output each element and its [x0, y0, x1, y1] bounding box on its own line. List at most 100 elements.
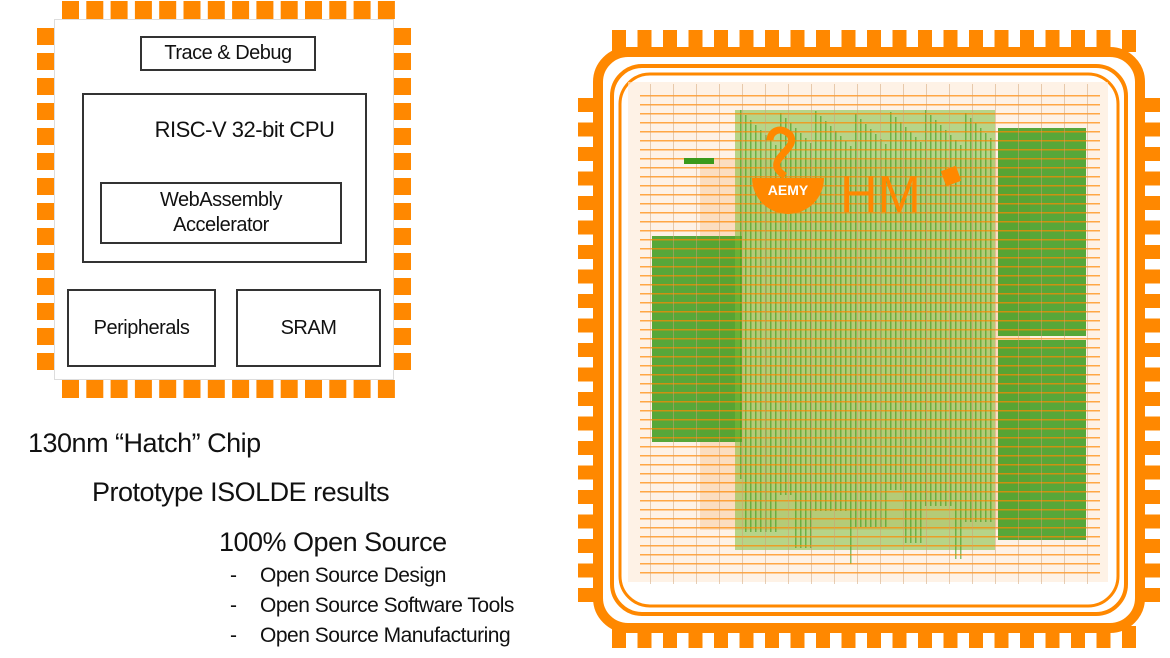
- bullet-marker: -: [230, 624, 237, 647]
- chip-name: 130nm “Hatch” Chip: [28, 428, 261, 458]
- wire: [640, 446, 1100, 448]
- pad: [394, 153, 411, 170]
- wire: [890, 112, 892, 490]
- cpu-label: RISC-V 32-bit CPU: [154, 117, 335, 142]
- wire: [640, 545, 1100, 547]
- wire: [640, 230, 1100, 232]
- wire: [640, 275, 1100, 277]
- wire: [960, 145, 962, 559]
- pad: [110, 1, 128, 19]
- wire: [640, 374, 1100, 376]
- pad: [1122, 30, 1136, 52]
- wire: [640, 185, 1100, 187]
- wire: [640, 491, 1100, 493]
- pad: [37, 128, 54, 145]
- wire: [780, 113, 782, 495]
- wire: [985, 133, 987, 522]
- pad: [280, 380, 298, 398]
- wire: [640, 311, 1100, 313]
- pad: [353, 1, 371, 19]
- pad: [816, 30, 830, 52]
- pad: [280, 1, 298, 19]
- wire: [640, 257, 1100, 259]
- wire: [640, 356, 1100, 358]
- pad: [37, 178, 54, 195]
- wire: [640, 437, 1100, 439]
- wire: [650, 84, 651, 584]
- wire: [640, 158, 1100, 160]
- bullet-tools: Open Source Software Tools: [260, 594, 514, 617]
- wire: [640, 500, 1100, 502]
- pad: [714, 30, 728, 52]
- pad: [394, 228, 411, 245]
- pad: [62, 1, 79, 19]
- wire: [770, 140, 772, 532]
- pad: [305, 1, 322, 19]
- pad: [867, 30, 881, 52]
- wire: [1087, 84, 1088, 584]
- wire: [640, 203, 1100, 205]
- pad: [394, 28, 411, 45]
- wire: [640, 104, 1100, 106]
- open-source-heading: 100% Open Source: [219, 527, 447, 557]
- wire: [949, 84, 950, 584]
- wire: [640, 140, 1100, 142]
- pad: [37, 153, 54, 170]
- pad: [1096, 30, 1111, 52]
- wire: [640, 212, 1100, 214]
- wire: [788, 84, 789, 584]
- pad: [394, 303, 411, 320]
- wire: [640, 320, 1100, 322]
- logo-square: [940, 165, 962, 187]
- pad: [394, 103, 411, 120]
- wire: [915, 137, 917, 543]
- wire: [790, 123, 792, 495]
- wire: [975, 123, 977, 522]
- wire: [640, 302, 1100, 304]
- wire: [640, 536, 1100, 538]
- pad: [37, 28, 54, 45]
- wire: [640, 266, 1100, 268]
- pad: [37, 53, 54, 70]
- wire: [972, 84, 973, 584]
- wire: [865, 124, 867, 527]
- wire: [925, 110, 927, 506]
- wire: [825, 121, 827, 511]
- pad: [159, 1, 177, 19]
- power-ring: [618, 72, 1120, 608]
- pad: [688, 30, 703, 52]
- wire: [955, 140, 957, 559]
- trace-debug-block: Trace & Debug: [140, 36, 316, 71]
- pad: [841, 30, 856, 52]
- pad: [207, 380, 225, 398]
- wire: [640, 410, 1100, 412]
- accelerator-block: WebAssembly Accelerator: [100, 182, 342, 244]
- wire: [640, 194, 1100, 196]
- wire: [800, 133, 802, 548]
- pad: [612, 30, 626, 52]
- small-cell: [684, 158, 714, 164]
- pad: [637, 30, 652, 52]
- pad: [394, 128, 411, 145]
- pad: [1045, 30, 1060, 52]
- subtitle: Prototype ISOLDE results: [92, 477, 390, 507]
- wire: [640, 284, 1100, 286]
- wire: [926, 84, 927, 584]
- sram-block: SRAM: [236, 289, 381, 367]
- pad: [1071, 30, 1085, 52]
- pad: [969, 30, 983, 52]
- wire: [980, 128, 982, 522]
- pad: [394, 253, 411, 270]
- pad: [329, 380, 347, 398]
- pad: [86, 1, 104, 19]
- logo-mark-text: HM: [840, 166, 921, 224]
- wire: [640, 113, 1100, 115]
- wire: [995, 84, 996, 584]
- bullet-marker: -: [230, 564, 237, 587]
- wire: [640, 149, 1100, 151]
- pad: [394, 353, 411, 370]
- pad: [394, 278, 411, 295]
- wire: [640, 383, 1100, 385]
